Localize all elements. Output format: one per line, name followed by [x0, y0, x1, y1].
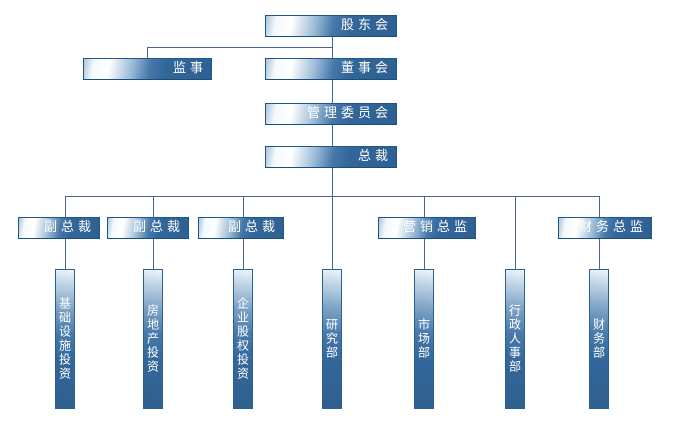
dept-real-estate-investment: 房地产投资: [143, 269, 163, 409]
org-node-vice-president-2: 副总裁: [107, 217, 189, 239]
org-node-management-committee: 管理委员会: [265, 103, 397, 125]
org-node-finance-director: 财务总监: [558, 217, 652, 239]
dept-finance: 财务部: [589, 269, 609, 409]
connector-line: [332, 196, 333, 269]
org-node-vice-president-1: 副总裁: [18, 217, 100, 239]
connector-line: [147, 47, 148, 58]
connector-line: [147, 47, 333, 48]
org-node-shareholders: 股东会: [265, 15, 397, 37]
dept-equity-investment: 企业股权投资: [233, 269, 253, 409]
dept-research: 研究部: [322, 269, 342, 409]
org-node-vice-president-3: 副总裁: [198, 217, 284, 239]
org-node-board: 董事会: [265, 58, 397, 80]
connector-line: [332, 125, 333, 146]
dept-market: 市场部: [414, 269, 434, 409]
dept-infrastructure-investment: 基础设施投资: [55, 269, 75, 409]
connector-line: [515, 196, 516, 269]
org-node-president: 总裁: [265, 146, 397, 168]
org-node-supervisor: 监事: [83, 58, 212, 80]
connector-line: [332, 168, 333, 196]
org-node-marketing-director: 营销总监: [378, 217, 476, 239]
connector-line: [332, 80, 333, 103]
dept-admin-hr: 行政人事部: [505, 269, 525, 409]
